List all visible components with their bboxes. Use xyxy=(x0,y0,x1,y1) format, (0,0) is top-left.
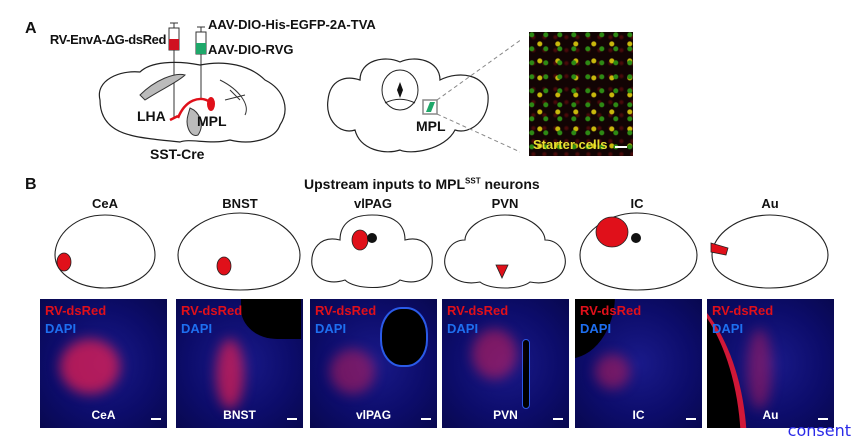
schematic-au xyxy=(711,214,829,289)
region-title-cea: CeA xyxy=(91,196,118,211)
stain-red-label: RV-dsRed xyxy=(580,303,642,318)
starter-cells-label: Starter cells xyxy=(533,137,608,152)
stain-blue-label: DAPI xyxy=(181,321,213,336)
region-title-vlpag: vlPAG xyxy=(353,196,393,211)
micrograph-label: CeA xyxy=(91,408,116,422)
scale-bar xyxy=(615,146,627,148)
virus-green-label-2: AAV-DIO-RVG xyxy=(208,42,294,57)
scale-bar xyxy=(151,418,161,420)
coronal-section-schematics xyxy=(54,212,829,291)
coronal-mpl-label: MPL xyxy=(416,118,446,134)
stain-blue-label: DAPI xyxy=(45,321,77,336)
stain-red-label: RV-dsRed xyxy=(712,303,774,318)
schematic-pvn xyxy=(444,214,566,289)
stain-blue-label: DAPI xyxy=(447,321,479,336)
stain-red-label: RV-dsRed xyxy=(447,303,509,318)
micrograph-label: BNST xyxy=(223,408,256,422)
panel-b-title: Upstream inputs to MPLSST neurons xyxy=(304,176,540,192)
mouse-line-label: SST-Cre xyxy=(150,146,205,162)
stain-red-label: RV-dsRed xyxy=(45,303,107,318)
region-title-au: Au xyxy=(761,196,779,211)
panel-a-label: A xyxy=(25,20,37,37)
schematic-ic xyxy=(579,212,698,291)
region-title-pvn: PVN xyxy=(491,196,519,211)
micrograph-label: Au xyxy=(762,408,779,422)
schematic-vlpag xyxy=(311,214,433,289)
stain-blue-label: DAPI xyxy=(712,321,744,336)
stain-red-label: RV-dsRed xyxy=(181,303,243,318)
region-title-ic: IC xyxy=(630,196,644,211)
lha-label: LHA xyxy=(137,108,166,124)
scale-bar xyxy=(818,418,828,420)
micrograph-label: IC xyxy=(632,408,645,422)
micrograph-label: vlPAG xyxy=(355,408,392,422)
scale-bar xyxy=(553,418,563,420)
micrograph-label: PVN xyxy=(493,408,518,422)
virus-red-label: RV-EnvA-ΔG-dsRed xyxy=(49,32,167,47)
stain-blue-label: DAPI xyxy=(580,321,612,336)
panel-b-label: B xyxy=(25,176,37,193)
stain-red-label: RV-dsRed xyxy=(315,303,377,318)
sagittal-brain-schematic xyxy=(98,22,520,153)
mpl-label: MPL xyxy=(197,113,227,129)
scale-bar xyxy=(421,418,431,420)
schematic-bnst xyxy=(177,212,301,291)
virus-green-label-1: AAV-DIO-His-EGFP-2A-TVA xyxy=(208,17,376,32)
stain-blue-label: DAPI xyxy=(315,321,347,336)
starter-cells-image: Starter cells xyxy=(529,32,633,156)
schematic-cea xyxy=(54,214,156,289)
scale-bar xyxy=(686,418,696,420)
region-title-bnst: BNST xyxy=(222,196,258,211)
scale-bar xyxy=(287,418,297,420)
consent-link[interactable]: consent xyxy=(787,421,851,440)
